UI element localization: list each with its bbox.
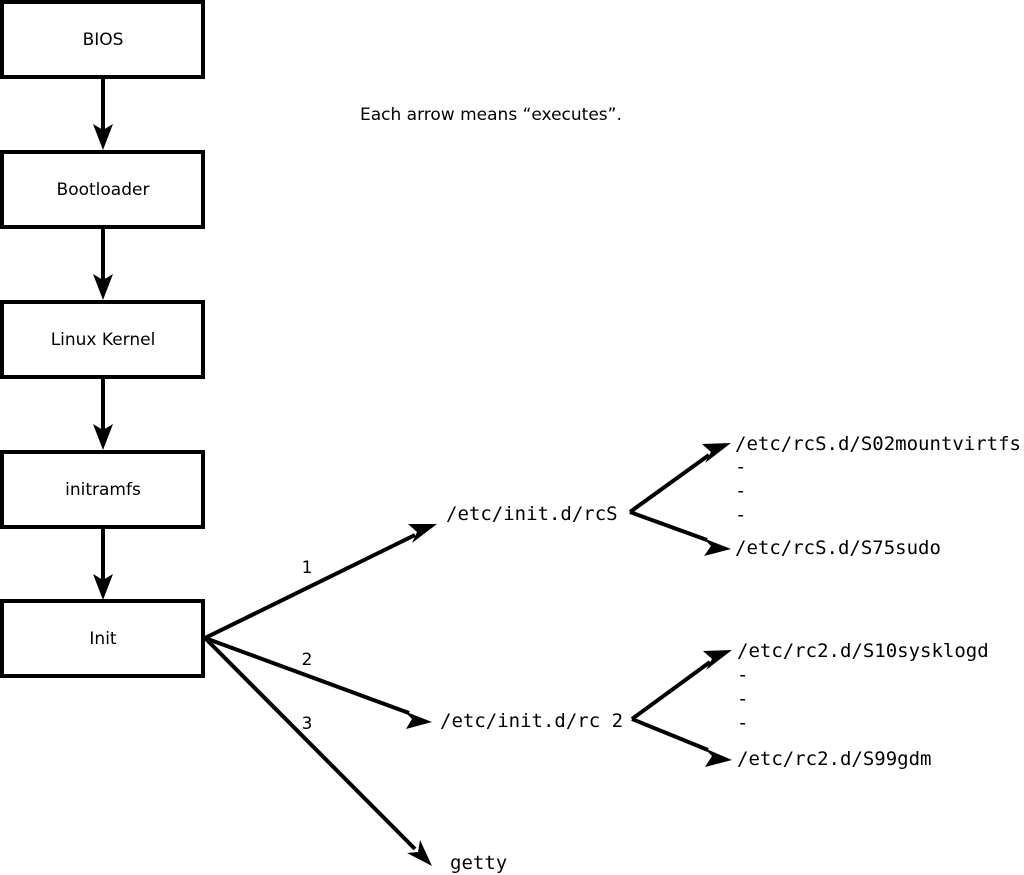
arrow-init-branch-1 xyxy=(204,524,437,640)
initramfs-label: initramfs xyxy=(65,480,141,500)
legend-note: Each arrow means “executes”. xyxy=(360,105,622,125)
getty-label: getty xyxy=(450,852,507,874)
rc2-target-label: /etc/init.d/rc 2 xyxy=(440,710,623,732)
rc2-ellipsis-dash-3: - xyxy=(737,712,748,734)
bios-label: BIOS xyxy=(83,30,124,50)
rcs-script-last: /etc/rcS.d/S75sudo xyxy=(735,537,941,559)
rcs-ellipsis-dash-3: - xyxy=(735,504,746,526)
init-box xyxy=(0,599,205,678)
rcs-ellipsis-dash-2: - xyxy=(735,480,746,502)
node-bios: BIOS xyxy=(0,0,205,79)
rc2-script-last: /etc/rc2.d/S99gdm xyxy=(737,748,931,770)
bios-box xyxy=(0,0,205,79)
initramfs-box xyxy=(0,450,205,529)
arrow-init-branch-2 xyxy=(204,636,432,729)
linux-kernel-label: Linux Kernel xyxy=(51,330,156,350)
arrow-bootloader-to-kernel xyxy=(93,227,113,300)
node-linux-kernel: Linux Kernel xyxy=(0,300,205,379)
branch-3-number: 3 xyxy=(302,714,313,734)
arrow-init-branch-3 xyxy=(203,636,432,866)
arrow-rc2-to-last-script xyxy=(631,717,732,767)
node-initramfs: initramfs xyxy=(0,450,205,529)
node-init: Init xyxy=(0,599,205,678)
arrow-bios-to-bootloader xyxy=(93,77,113,150)
rc2-script-first: /etc/rc2.d/S10sysklogd xyxy=(737,640,989,662)
rcs-ellipsis-dash-1: - xyxy=(735,456,746,478)
rcs-script-first: /etc/rcS.d/S02mountvirtfs xyxy=(735,433,1021,455)
arrow-initramfs-to-init xyxy=(93,527,113,600)
arrow-rc2-to-first-script xyxy=(630,650,732,721)
rcs-target-label: /etc/init.d/rcS xyxy=(446,503,618,525)
branch-1-number: 1 xyxy=(302,558,313,578)
arrow-rcs-to-first-script xyxy=(628,443,731,514)
init-label: Init xyxy=(89,629,117,649)
branch-2-number: 2 xyxy=(302,650,313,670)
arrow-rcs-to-last-script xyxy=(629,510,731,556)
node-bootloader: Bootloader xyxy=(0,150,205,229)
rc2-ellipsis-dash-2: - xyxy=(737,688,748,710)
bootloader-label: Bootloader xyxy=(57,180,150,200)
rc2-ellipsis-dash-1: - xyxy=(737,664,748,686)
arrow-kernel-to-initramfs xyxy=(93,377,113,450)
